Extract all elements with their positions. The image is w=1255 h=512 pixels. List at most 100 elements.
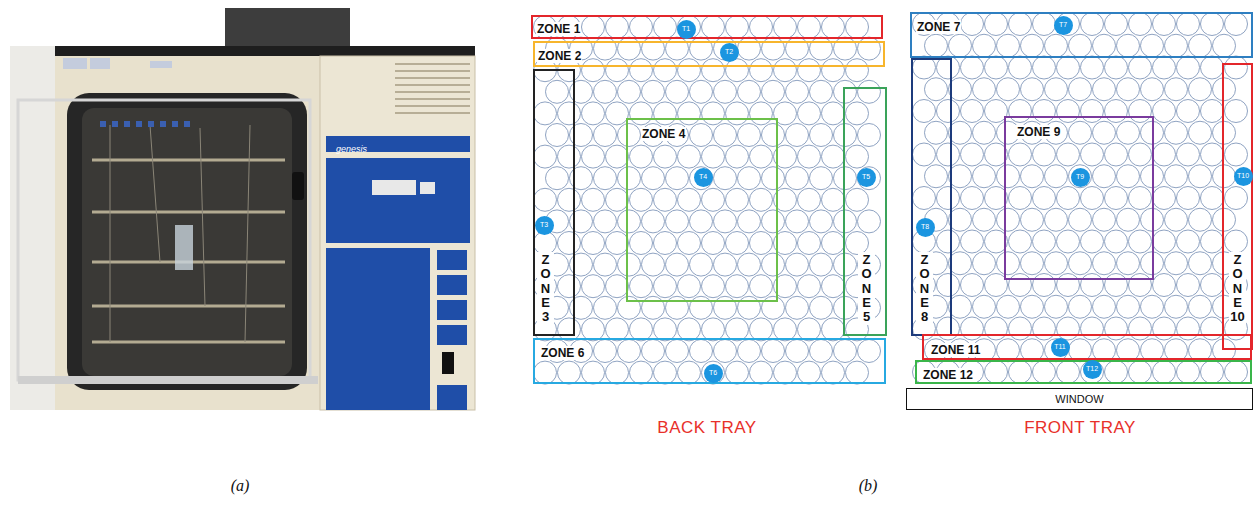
vial-circle — [1033, 361, 1056, 384]
vial-circle — [594, 167, 617, 190]
vial-circle — [961, 317, 984, 340]
zone-label: ZONE 3 — [537, 252, 554, 325]
vial-circle — [1177, 100, 1200, 123]
vial-circle — [786, 296, 809, 319]
vial-circle — [961, 143, 984, 166]
vial-circle — [1153, 230, 1176, 253]
vial-circle — [985, 56, 1008, 79]
display-panel — [326, 158, 470, 243]
zone-box: ZONE 3T3 — [533, 69, 575, 336]
vial-circle — [1009, 361, 1032, 384]
vial-circle — [1093, 295, 1116, 318]
vial-circle — [762, 80, 785, 103]
vial-circle — [973, 121, 996, 144]
window-box: WINDOW — [906, 388, 1253, 410]
vial-circle — [1057, 361, 1080, 384]
vial-circle — [1201, 317, 1224, 340]
vial-circle — [750, 188, 773, 211]
vial-circle — [618, 124, 641, 147]
vial-circle — [642, 167, 665, 190]
vial-circle — [834, 340, 857, 363]
vial-circle — [1081, 317, 1104, 340]
vial-circle — [973, 252, 996, 275]
zone-label: ZONE 4 — [641, 127, 686, 141]
label-holder: (a) — [231, 476, 250, 496]
freeze-dryer-photo — [10, 8, 475, 410]
vial-circle — [925, 165, 948, 188]
vial-circle — [1069, 34, 1092, 57]
vial-circle — [1033, 100, 1056, 123]
zone-label: ZONE 8 — [916, 252, 933, 325]
vial-circle — [1141, 34, 1164, 57]
vial-circle — [714, 80, 737, 103]
vial-circle — [558, 361, 581, 384]
vial-circle — [786, 124, 809, 147]
vial-circle — [738, 80, 761, 103]
vial-circle — [606, 59, 629, 82]
label-holder: genesis — [336, 138, 367, 156]
vial-circle — [997, 295, 1020, 318]
vial-circle — [997, 165, 1020, 188]
vial-circle — [913, 187, 936, 210]
vial-circle — [1117, 34, 1140, 57]
vial-circle — [1165, 208, 1188, 231]
vial-circle — [1225, 361, 1248, 384]
vial-circle — [822, 188, 845, 211]
tray-title: BACK TRAY — [657, 418, 756, 438]
vial-circle — [1141, 208, 1164, 231]
sensor-label: T7 — [1059, 21, 1067, 29]
vial-circle — [678, 232, 701, 255]
vial-circle — [1009, 317, 1032, 340]
vial-circle — [1117, 165, 1140, 188]
vial-circle — [1105, 230, 1128, 253]
vial-circle — [678, 361, 701, 384]
vial-circle — [846, 102, 869, 125]
vial-circle — [1093, 34, 1116, 57]
vial-circle — [1093, 165, 1116, 188]
vial-circle — [810, 80, 833, 103]
vial-circle — [798, 59, 821, 82]
vial-circle — [582, 361, 605, 384]
vial-circle — [937, 230, 960, 253]
vial-circle — [1165, 165, 1188, 188]
vial-circle — [1225, 143, 1248, 166]
vial-circle — [1105, 13, 1128, 36]
vial-circle — [822, 275, 845, 298]
vial-circle — [1177, 187, 1200, 210]
vial-circle — [606, 16, 629, 39]
vial-circle — [534, 145, 557, 168]
vial-circle — [1033, 13, 1056, 36]
vial-circle — [678, 188, 701, 211]
sensor-label: T8 — [921, 223, 929, 231]
vial-circle — [750, 145, 773, 168]
vial-circle — [1177, 317, 1200, 340]
vial-circle — [786, 253, 809, 276]
vial-circle — [1129, 56, 1152, 79]
vial-circle — [1081, 143, 1104, 166]
sticker — [90, 58, 110, 69]
vial-circle — [973, 165, 996, 188]
vial-circle — [642, 253, 665, 276]
vial-circle — [1141, 295, 1164, 318]
zone-box: ZONE 10T10 — [1222, 63, 1253, 350]
vial-circle — [702, 361, 725, 384]
vial-circle — [762, 210, 785, 233]
vial-circle — [985, 317, 1008, 340]
vial-circle — [582, 16, 605, 39]
vial-circle — [558, 102, 581, 125]
vial-circle — [570, 167, 593, 190]
vial-circle — [738, 253, 761, 276]
vial-circle — [690, 296, 713, 319]
vial-circle — [1117, 252, 1140, 275]
vial-circle — [738, 340, 761, 363]
sensor-label: T2 — [725, 48, 733, 56]
vial-circle — [1093, 252, 1116, 275]
sensor-label: T5 — [862, 173, 870, 181]
vial-circle — [1081, 361, 1104, 384]
wires — [110, 125, 250, 342]
vial-circle — [714, 253, 737, 276]
vial-circle — [630, 16, 653, 39]
vial-circle — [1057, 317, 1080, 340]
vial-circle — [642, 80, 665, 103]
vial-circle — [726, 59, 749, 82]
